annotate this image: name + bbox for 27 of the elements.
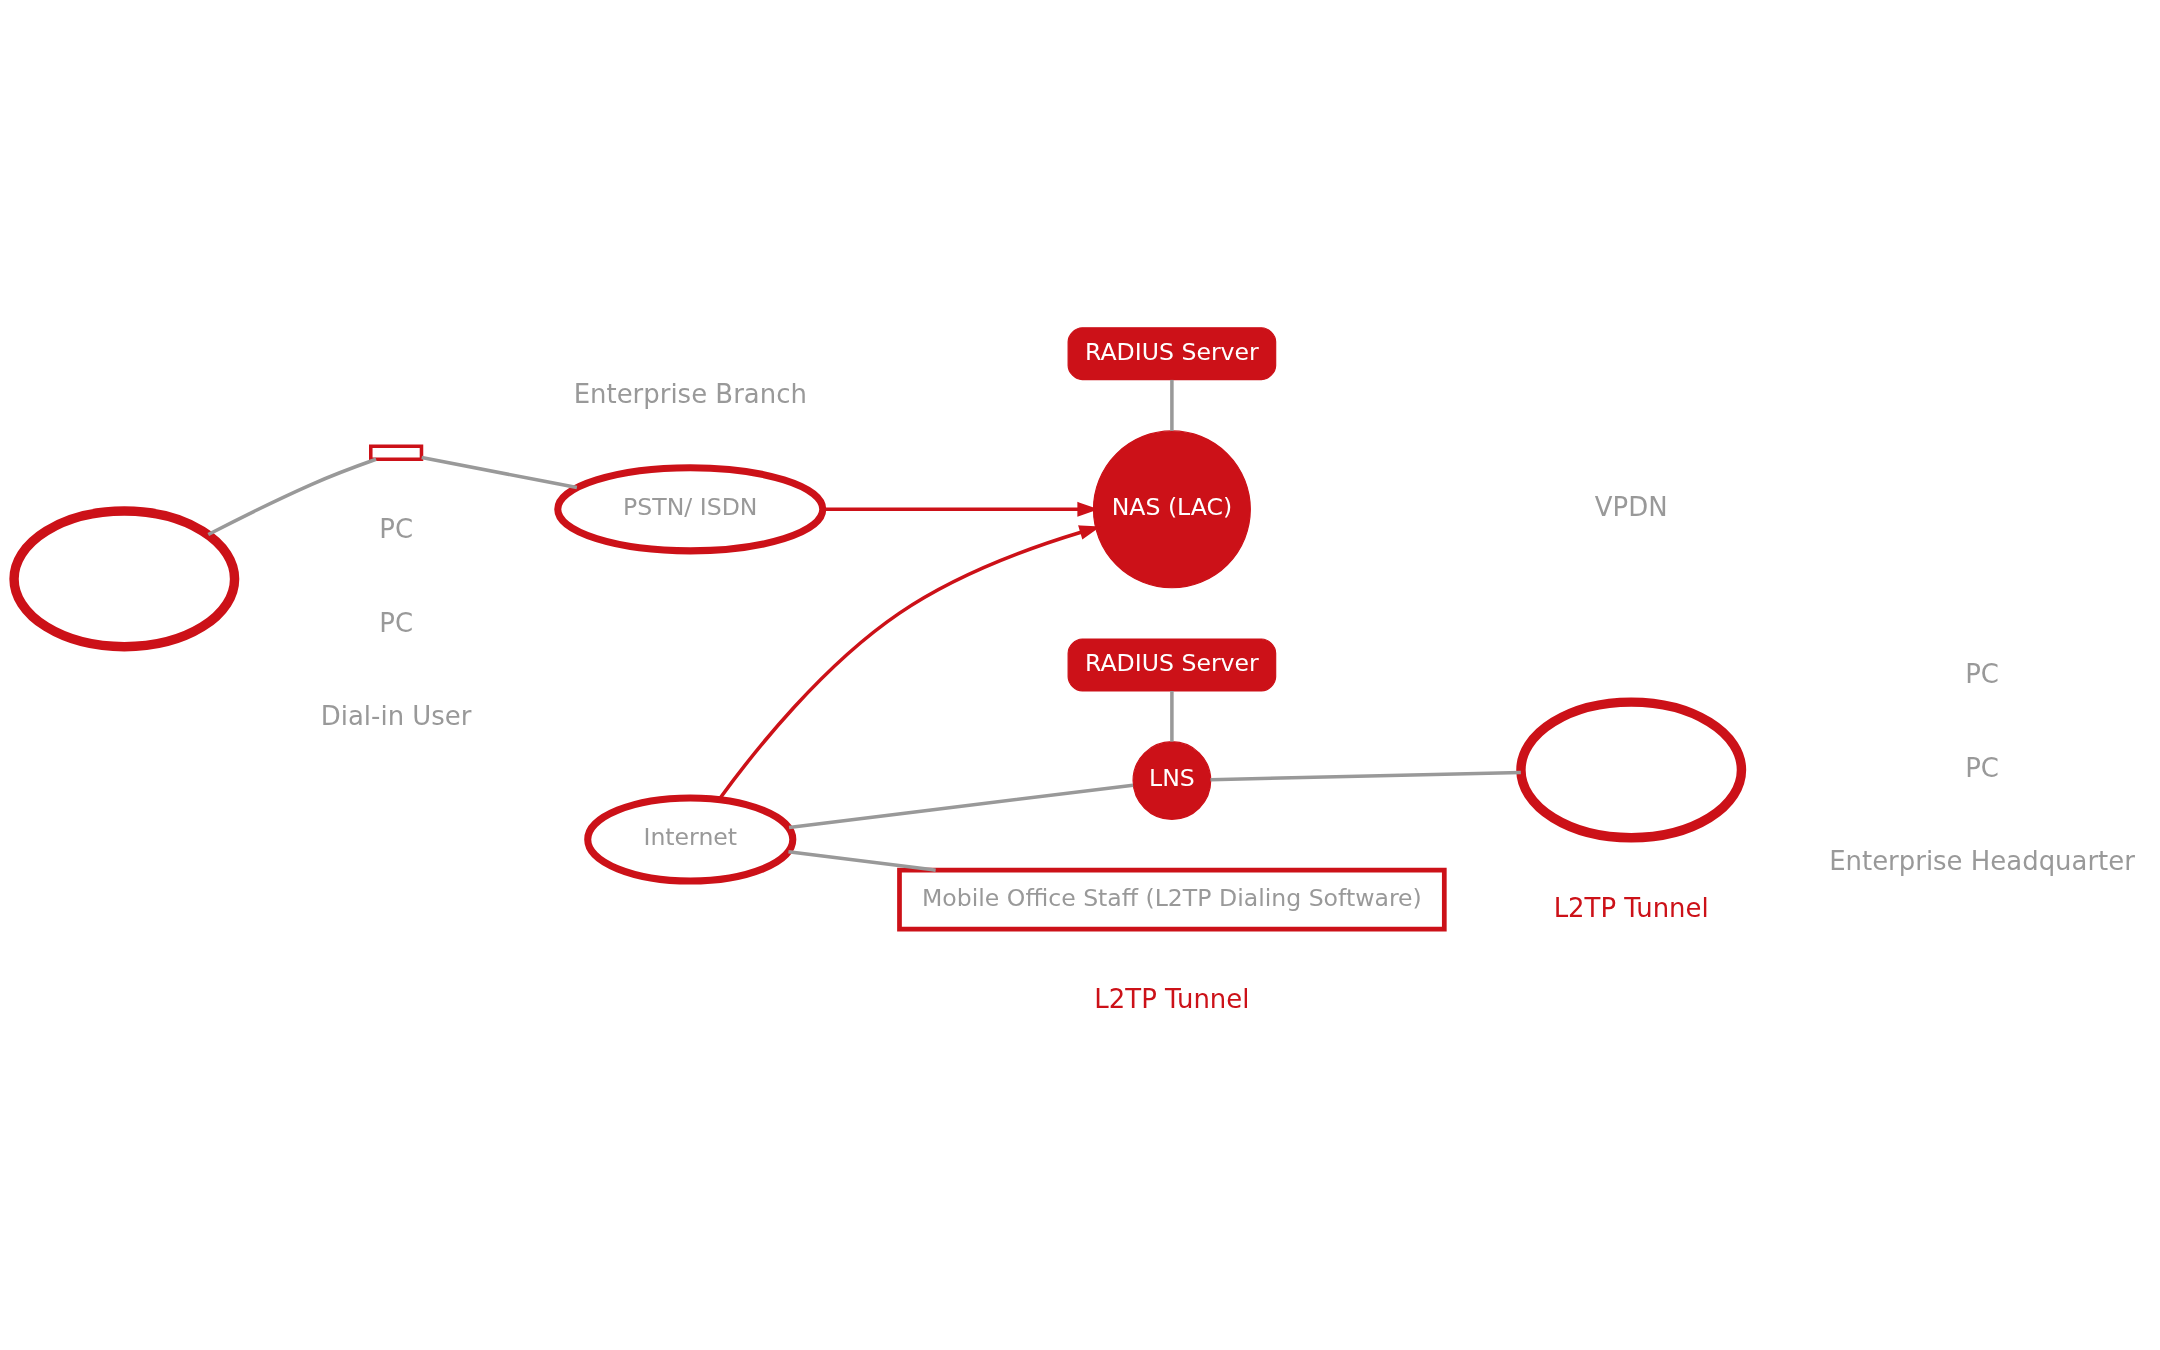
node-cloud <box>9 506 240 652</box>
label: L2TP Tunnel <box>1094 983 1250 1014</box>
node-circle: NAS (LAC) <box>1092 430 1251 589</box>
connector <box>421 455 578 490</box>
label: Dial-in User <box>320 700 472 731</box>
label: Enterprise Branch <box>573 378 807 409</box>
connector <box>1170 379 1174 431</box>
connector <box>788 783 1134 830</box>
node-box: Mobile Office Staff (L2TP Dialing Software) <box>897 867 1447 932</box>
label: L2TP Tunnel <box>1553 892 1709 923</box>
label: VPDN <box>1594 491 1668 522</box>
connector <box>1210 770 1521 782</box>
node-box: RADIUS Server <box>1067 638 1277 692</box>
node-box <box>369 444 424 461</box>
node-box: RADIUS Server <box>1067 327 1277 381</box>
node-ellipse: PSTN/ ISDN <box>554 464 827 555</box>
node-cloud <box>1516 697 1747 843</box>
label: PC <box>1965 659 1999 690</box>
connector <box>788 849 936 872</box>
label: Enterprise Headquarter <box>1829 845 2135 876</box>
node-circle: LNS <box>1132 741 1212 820</box>
label: PC <box>379 607 414 638</box>
label: PC <box>1965 752 1999 783</box>
connector <box>207 457 377 537</box>
connector <box>1170 691 1174 742</box>
label: PC <box>379 514 414 545</box>
node-ellipse: Internet <box>584 794 797 885</box>
